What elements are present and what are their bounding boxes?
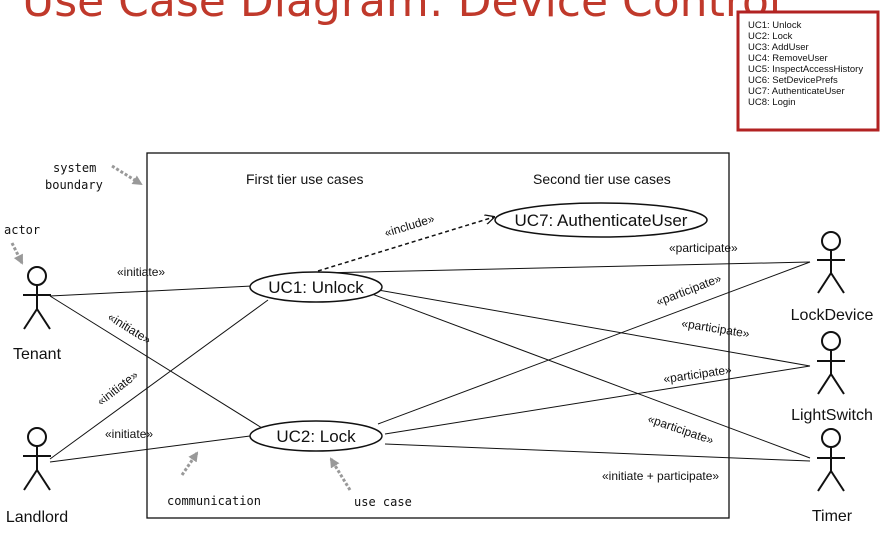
legend-line: UC4: RemoveUser bbox=[748, 53, 828, 64]
initiate-label: «initiate» bbox=[117, 265, 165, 279]
tenant-uc1-line bbox=[49, 285, 253, 297]
uc2-lockdevice-line bbox=[377, 261, 811, 425]
uc7-label: UC7: AuthenticateUser bbox=[515, 211, 688, 230]
legend-line: UC8: Login bbox=[748, 97, 796, 108]
participate-label: «participate» bbox=[646, 412, 716, 448]
note-arrow bbox=[180, 451, 199, 476]
uc2-timer-line bbox=[384, 443, 811, 462]
system-boundary bbox=[146, 152, 730, 519]
uc1-label: UC1: Unlock bbox=[268, 278, 364, 297]
note-arrow bbox=[329, 457, 352, 491]
landlord-uc1-line bbox=[49, 299, 269, 460]
legend-line: UC5: InspectAccessHistory bbox=[748, 64, 863, 75]
actor-tenant-figure bbox=[23, 266, 51, 330]
note-system-boundary-line2: boundary bbox=[45, 178, 103, 192]
actor-lightswitch-figure bbox=[817, 331, 845, 395]
use-case-uc1: UC1: Unlock bbox=[249, 271, 383, 303]
use-case-uc7: UC7: AuthenticateUser bbox=[494, 202, 708, 238]
initiate-label: «initiate» bbox=[105, 427, 153, 441]
actor-lockdevice-figure bbox=[817, 231, 845, 294]
uc1-lockdevice-line bbox=[317, 261, 811, 274]
note-use-case: use case bbox=[354, 495, 412, 509]
associations bbox=[49, 261, 811, 463]
legend-line: UC6: SetDevicePrefs bbox=[748, 75, 838, 86]
note-arrow bbox=[10, 242, 24, 265]
use-case-uc2: UC2: Lock bbox=[249, 420, 383, 452]
actor-timer-label: Timer bbox=[812, 508, 853, 525]
participate-label: «participate» bbox=[669, 241, 738, 255]
participate-label: «participate» bbox=[662, 362, 732, 385]
tenant-uc2-line bbox=[49, 295, 263, 429]
actor-landlord-label: Landlord bbox=[6, 509, 68, 526]
legend-line: UC7: AuthenticateUser bbox=[748, 86, 845, 97]
uc1-lightswitch-line bbox=[377, 289, 811, 367]
uc2-label: UC2: Lock bbox=[276, 427, 356, 446]
participate-label: «participate» bbox=[654, 271, 723, 309]
actor-lightswitch-label: LightSwitch bbox=[791, 407, 873, 424]
actor-timer-figure bbox=[817, 428, 845, 492]
legend: UC1: Unlock UC2: Lock UC3: AddUser UC4: … bbox=[736, 10, 880, 132]
legend-line: UC2: Lock bbox=[748, 31, 793, 42]
initiate-participate-label: «initiate + participate» bbox=[602, 469, 719, 483]
include-arrow bbox=[317, 217, 494, 272]
initiate-label: «initiate» bbox=[94, 368, 141, 409]
second-tier-heading: Second tier use cases bbox=[533, 171, 671, 187]
first-tier-heading: First tier use cases bbox=[246, 171, 363, 187]
include-label: «include» bbox=[383, 211, 437, 240]
uc2-lightswitch-line bbox=[384, 365, 811, 435]
participate-label: «participate» bbox=[681, 316, 751, 341]
note-system-boundary-line1: system bbox=[53, 161, 96, 175]
landlord-uc2-line bbox=[49, 435, 251, 463]
note-actor: actor bbox=[4, 223, 40, 237]
actor-tenant-label: Tenant bbox=[13, 346, 62, 363]
diagram-title: Use Case Diagram: Device Control bbox=[22, 0, 781, 27]
note-communication: communication bbox=[167, 494, 261, 508]
actor-landlord-figure bbox=[23, 427, 51, 491]
legend-line: UC3: AddUser bbox=[748, 42, 809, 53]
legend-line: UC1: Unlock bbox=[748, 20, 802, 31]
note-arrow bbox=[111, 164, 143, 186]
actor-lockdevice-label: LockDevice bbox=[791, 307, 874, 324]
uc1-timer-line bbox=[371, 293, 811, 459]
